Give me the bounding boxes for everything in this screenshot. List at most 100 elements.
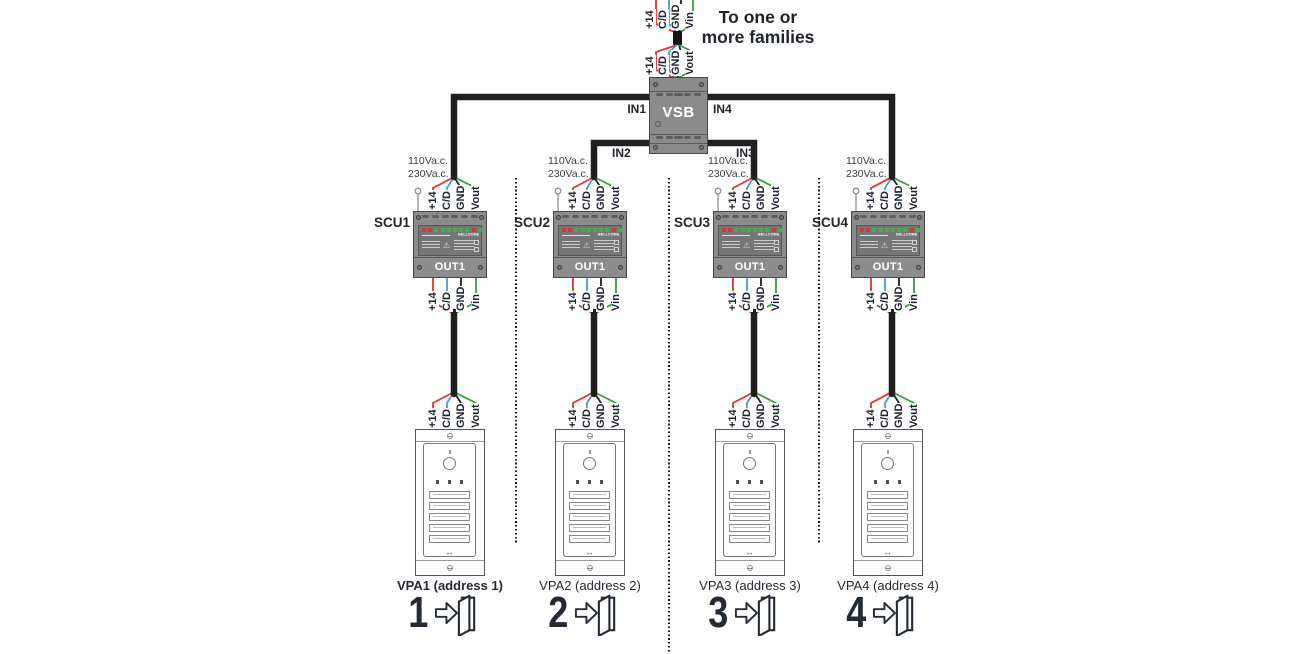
panel-icons — [424, 480, 475, 484]
vpa-caption: VPA3 (address 3) — [699, 578, 801, 593]
wire-label-vout: Vout — [770, 403, 782, 429]
call-button — [729, 513, 770, 521]
door-address: 2 — [507, 590, 657, 636]
wire-label-gnd: GND — [893, 402, 905, 429]
call-button — [429, 491, 470, 499]
screw-icon — [416, 215, 421, 220]
ce-mark-icon — [774, 240, 779, 245]
panel-frame: ↔ — [563, 443, 616, 557]
wire-label-gnd: GND — [595, 184, 607, 211]
ce-mark-icon — [614, 240, 619, 245]
screw-icon — [479, 215, 484, 220]
weee-icon — [474, 247, 479, 252]
door-icon — [734, 594, 775, 636]
call-button — [569, 524, 610, 532]
vsb-port-in4: IN4 — [713, 102, 732, 116]
scu-label: SCU3 — [673, 215, 710, 230]
speaker-slot — [588, 450, 591, 454]
call-button — [867, 535, 908, 543]
wire-label-plus14: +14 — [644, 9, 656, 30]
scu-out-port: OUT1 — [414, 257, 486, 277]
screw-icon — [478, 265, 483, 270]
wire-label-gnd: GND — [893, 184, 905, 211]
wire-label-cd: C/D — [741, 291, 753, 312]
mic-icon: ↔ — [585, 547, 594, 557]
vsb-box: VSB — [649, 77, 708, 154]
wire-label-vout: Vout — [908, 403, 920, 429]
terminal-strip — [562, 215, 589, 218]
panel-icons — [862, 480, 913, 484]
riser-junction-block — [673, 31, 682, 45]
divider — [650, 91, 707, 92]
wire-label-gnd: GND — [755, 285, 767, 312]
wire-label-vout: Vout — [770, 185, 782, 211]
divider — [556, 441, 624, 442]
brand-label: BELLCOME — [895, 233, 917, 237]
model-text — [860, 235, 888, 236]
wire-label-vout: Vout — [470, 185, 482, 211]
wire-label-cd: C/D — [879, 291, 891, 312]
terminal-strip — [591, 215, 618, 218]
camera-lens — [880, 457, 894, 470]
wire-label-vout: Vout — [610, 185, 622, 211]
divider — [416, 560, 484, 561]
mic-icon: ↔ — [883, 547, 892, 557]
wire-label-gnd: GND — [595, 402, 607, 429]
wire-label-gnd: GND — [455, 285, 467, 312]
panel-icons — [564, 480, 615, 484]
screw-icon — [747, 433, 753, 439]
wire-label-vout: Vout — [684, 50, 696, 76]
scu-label: SCU2 — [513, 215, 550, 230]
cable-in3 — [704, 139, 758, 181]
scu-label: SCU1 — [373, 215, 410, 230]
vpa-caption: VPA4 (address 4) — [837, 578, 939, 593]
scu-label: SCU4 — [811, 215, 848, 230]
wire-label-plus14: +14 — [865, 291, 877, 312]
screw-icon — [699, 82, 704, 87]
power-labels: 110Va.c.230Va.c. — [708, 155, 749, 180]
divider — [650, 143, 707, 144]
divider — [854, 441, 922, 442]
screw-icon — [779, 215, 784, 220]
call-button — [729, 491, 770, 499]
wire-label-plus14: +14 — [727, 291, 739, 312]
wire-label-gnd: GND — [455, 402, 467, 429]
wire-label-vin: Vin — [684, 11, 696, 30]
wire-label-vout: Vout — [470, 403, 482, 429]
ce-mark-icon — [912, 240, 917, 245]
screw-icon — [653, 82, 658, 87]
scu-front-panel: BELLCOME ⚠ — [418, 225, 482, 256]
wire-label-plus14: +14 — [865, 408, 877, 429]
scu-box: BELLCOME ⚠ OUT1 — [413, 211, 487, 278]
divider — [556, 560, 624, 561]
terminal-strip — [860, 215, 887, 218]
call-button — [867, 502, 908, 510]
weee-icon — [912, 247, 917, 252]
led-indicators — [860, 228, 920, 232]
screw-icon — [587, 433, 593, 439]
call-button — [569, 491, 610, 499]
terminal-strip — [674, 93, 701, 96]
led-indicators — [422, 228, 482, 232]
warning-icon: ⚠ — [743, 241, 751, 250]
mic-icon: ↔ — [745, 547, 754, 557]
call-button — [429, 513, 470, 521]
warning-icon: ⚠ — [583, 241, 591, 250]
model-text — [422, 235, 450, 236]
screw-icon — [854, 215, 859, 220]
address-number: 1 — [408, 588, 429, 637]
vsb-port-in1: IN1 — [627, 102, 646, 116]
wire-label-plus14: +14 — [567, 408, 579, 429]
screw-icon — [916, 265, 921, 270]
led-indicators — [562, 228, 622, 232]
screw-icon — [699, 145, 704, 150]
wire-label-plus14: +14 — [427, 190, 439, 211]
address-number: 3 — [708, 588, 729, 637]
scu-box: BELLCOME ⚠ OUT1 — [851, 211, 925, 278]
terminal-strip — [751, 215, 778, 218]
wire-label-plus14: +14 — [567, 190, 579, 211]
scu-out-port: OUT1 — [852, 257, 924, 277]
wire-label-cd: C/D — [441, 408, 453, 429]
wire-label-gnd: GND — [755, 184, 767, 211]
